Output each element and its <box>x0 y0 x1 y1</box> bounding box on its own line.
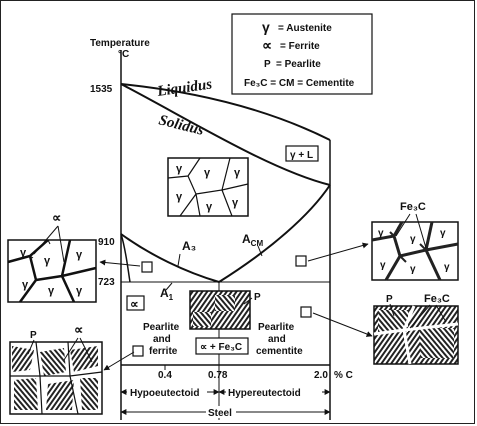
svg-text:P: P <box>386 294 393 305</box>
svg-text:γ: γ <box>410 234 416 245</box>
y-axis-title: Temperature <box>90 38 150 49</box>
svg-text:∝: ∝ <box>52 210 61 225</box>
svg-text:Fe₃C: Fe₃C <box>400 201 426 213</box>
legend-gamma-text: = Austenite <box>278 23 332 34</box>
y-axis-unit: °C <box>118 49 129 60</box>
svg-text:γ: γ <box>204 167 211 179</box>
x-axis-unit: % C <box>334 370 353 381</box>
tick-2.0: 2.0 <box>314 370 328 381</box>
marker-hyper-lower <box>301 307 311 317</box>
hypereutectoid-label: Hypereutectoid <box>228 388 301 399</box>
alpha-region-label: ∝ <box>130 297 139 311</box>
gamma-liquid-label: γ + L <box>290 150 313 161</box>
svg-text:γ: γ <box>444 262 450 273</box>
ferrite-boundary <box>121 234 130 282</box>
acm-label: ACM <box>242 232 263 248</box>
svg-text:Fe₃C: Fe₃C <box>424 293 450 305</box>
pearlite-micrograph-center: P <box>190 291 261 329</box>
legend-alpha-symbol: ∝ <box>262 37 272 53</box>
steel-label: Steel <box>208 408 232 419</box>
svg-text:γ: γ <box>44 255 51 267</box>
arrow-to-pearlite-ferrite <box>104 352 134 370</box>
austenite-cementite-micrograph: γ γ γ γ γ γ Fe₃C <box>372 201 458 280</box>
legend-gamma-symbol: γ <box>262 19 270 35</box>
svg-text:∝: ∝ <box>74 322 83 337</box>
pearlite-cementite-line1: Pearlite <box>258 322 295 333</box>
pearlite-ferrite-line1: Pearlite <box>143 322 180 333</box>
tick-723: 723 <box>98 277 115 288</box>
svg-text:γ: γ <box>76 285 83 297</box>
hypoeutectoid-label: Hypoeutectoid <box>130 388 199 399</box>
ferrite-austenite-micrograph: γ γ γ γ γ γ ∝ <box>8 210 96 302</box>
svg-text:P: P <box>254 292 261 303</box>
a3-pointer <box>178 254 180 266</box>
tick-910: 910 <box>98 237 115 248</box>
svg-text:γ: γ <box>176 191 183 203</box>
svg-text:γ: γ <box>48 285 55 297</box>
a3-line <box>121 234 219 282</box>
marker-hyper-upper <box>296 256 306 266</box>
svg-text:γ: γ <box>20 247 27 259</box>
svg-text:P: P <box>30 330 37 341</box>
svg-text:γ: γ <box>206 201 213 213</box>
tick-0.4: 0.4 <box>158 370 172 381</box>
svg-text:γ: γ <box>22 279 29 291</box>
svg-text:γ: γ <box>410 264 416 275</box>
svg-text:γ: γ <box>232 197 239 209</box>
svg-text:γ: γ <box>234 167 241 179</box>
arrow-to-ferrite-austenite <box>100 262 140 266</box>
tick-0.78: 0.78 <box>208 370 228 381</box>
arrow-to-pearlite-cementite <box>313 313 372 336</box>
legend-pearlite-text: = Pearlite <box>276 59 321 70</box>
svg-text:γ: γ <box>380 260 386 271</box>
marker-hypo-upper <box>142 262 152 272</box>
legend: γ = Austenite ∝ = Ferrite P = Pearlite F… <box>232 14 372 94</box>
svg-text:γ: γ <box>378 228 384 239</box>
legend-cementite-text: Fe₃C = CM = Cementite <box>244 78 355 89</box>
svg-text:γ: γ <box>176 163 183 175</box>
alpha-fe3c-label: ∝ + Fe₃C <box>200 342 242 353</box>
marker-hypo-lower <box>133 346 143 356</box>
austenite-micrograph: γ γ γ γ γ γ <box>168 158 248 216</box>
pearlite-ferrite-micrograph: P ∝ <box>10 322 102 414</box>
svg-text:γ: γ <box>440 228 446 239</box>
legend-alpha-text: = Ferrite <box>280 41 320 52</box>
pearlite-cementite-line3: cementite <box>256 346 303 357</box>
svg-text:γ: γ <box>76 249 83 261</box>
pearlite-cementite-line2: and <box>268 334 286 345</box>
legend-pearlite-symbol: P <box>264 59 271 70</box>
arrow-to-austenite-cementite <box>308 244 368 261</box>
a3-label: A₃ <box>182 239 196 253</box>
pearlite-cementite-micrograph: P Fe₃C <box>374 293 458 364</box>
pearlite-ferrite-line2: and <box>153 334 171 345</box>
tick-1535: 1535 <box>90 84 113 95</box>
pearlite-ferrite-line3: ferrite <box>149 346 178 357</box>
